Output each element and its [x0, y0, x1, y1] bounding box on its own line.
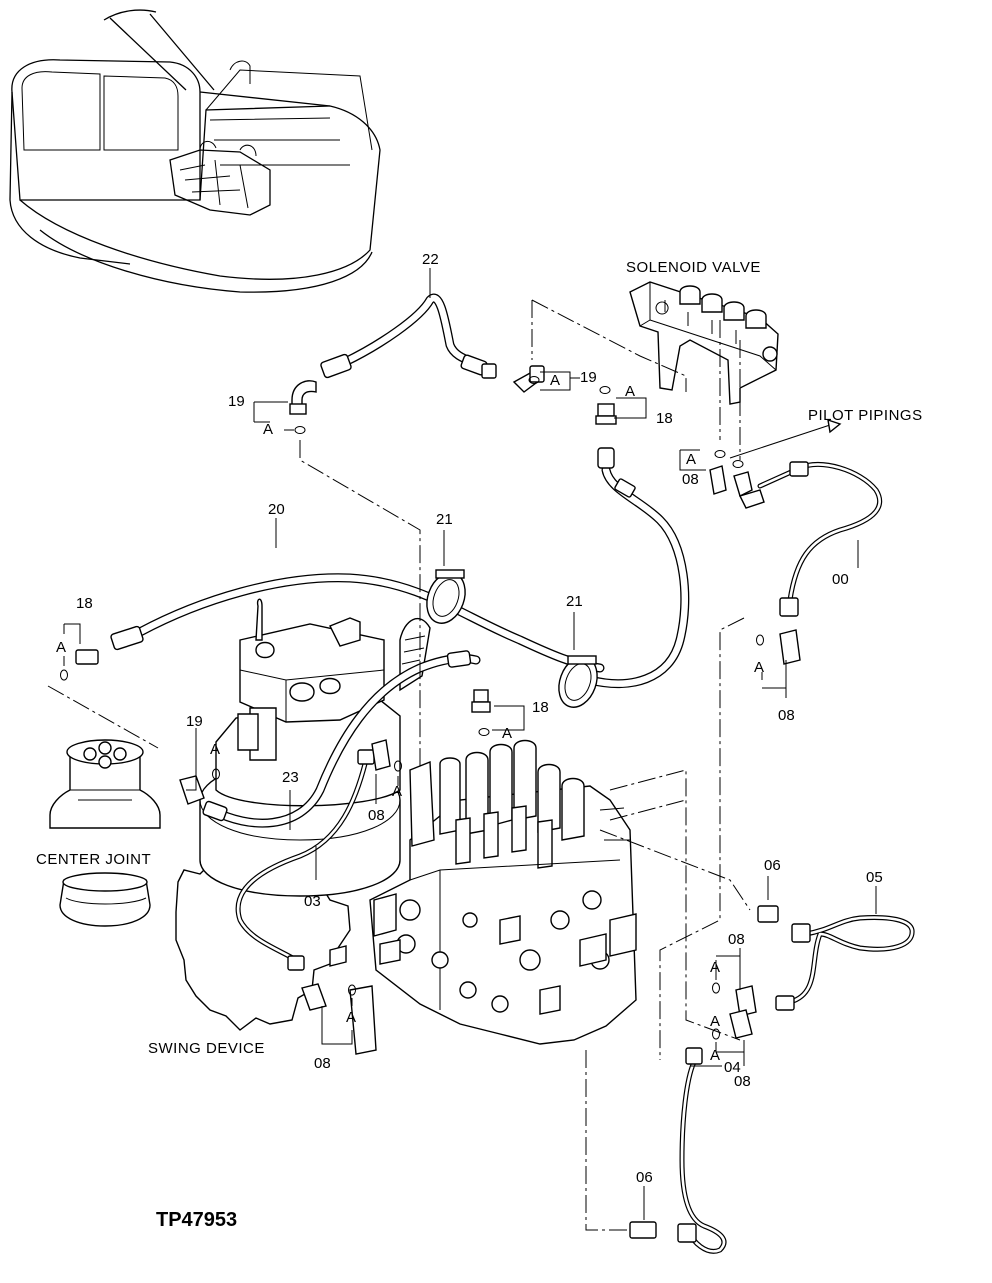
center-joint-caption: CENTER JOINT [36, 851, 151, 868]
solenoid-valve-caption: SOLENOID VALVE [626, 259, 761, 276]
pipe-04 [677, 1047, 727, 1254]
part-label-08-lower-right-b: 08 [734, 1073, 751, 1090]
hose-right [585, 447, 690, 689]
a-marker: A [754, 659, 764, 676]
a-marker: A [56, 639, 66, 656]
pipe-00 [757, 461, 883, 617]
pipe-03 [235, 749, 375, 971]
fitting-08-bottom-left [301, 983, 327, 1011]
part-label-22: 22 [422, 251, 439, 268]
a-marker: A [710, 1013, 720, 1030]
swing-device-illustration [175, 598, 431, 1055]
part-label-19-top-left: 19 [228, 393, 245, 410]
fitting-06-right [757, 905, 779, 923]
a-marker: A [502, 725, 512, 742]
a-marker: A [625, 383, 635, 400]
part-label-08-top-right: 08 [682, 471, 699, 488]
part-label-21-left: 21 [436, 511, 453, 528]
pipe-05 [775, 915, 915, 1011]
routing-lines [47, 299, 842, 1231]
a-marker: A [686, 451, 696, 468]
o-rings [60, 376, 764, 1040]
part-label-08-lower-right-a: 08 [728, 931, 745, 948]
a-marker: A [346, 1009, 356, 1026]
control-valve-illustration [369, 739, 637, 1045]
fitting-08-lower-right [729, 985, 757, 1039]
a-marker: A [550, 372, 560, 389]
part-label-18-left: 18 [76, 595, 93, 612]
fitting-06-bottom [629, 1221, 657, 1239]
clamp-21-right [558, 655, 598, 708]
label-brackets [63, 268, 877, 1220]
hose-20 [110, 573, 605, 673]
part-label-08-mid: 08 [368, 807, 385, 824]
a-marker: A [263, 421, 273, 438]
part-labels: 22 19 19 18 08 00 20 21 21 18 18 08 19 2… [76, 251, 883, 1186]
o-ring-a-markers: A A A A A A A A A A A A A [56, 372, 764, 1064]
clamp-21-left [426, 569, 466, 624]
fitting-18-left [75, 649, 99, 665]
part-label-04: 04 [724, 1059, 741, 1076]
part-label-06-right: 06 [764, 857, 781, 874]
part-label-18-mid: 18 [532, 699, 549, 716]
part-label-23: 23 [282, 769, 299, 786]
part-label-06-bottom: 06 [636, 1169, 653, 1186]
part-label-19-mid-left: 19 [186, 713, 203, 730]
fitting-19-top-left [289, 380, 317, 415]
fitting-08-top-right [709, 465, 765, 509]
hose-23 [202, 650, 481, 828]
part-label-21-right: 21 [566, 593, 583, 610]
swing-device-caption: SWING DEVICE [148, 1040, 265, 1057]
hose-22 [320, 293, 497, 379]
part-label-08-right: 08 [778, 707, 795, 724]
pilot-pipings-caption: PILOT PIPINGS [808, 407, 923, 424]
center-joint-illustration [49, 739, 161, 927]
a-marker: A [710, 1047, 720, 1064]
a-marker: A [210, 741, 220, 758]
part-label-08-bottom-left: 08 [314, 1055, 331, 1072]
part-label-19-top-mid: 19 [580, 369, 597, 386]
part-label-20: 20 [268, 501, 285, 518]
fitting-18-mid [471, 689, 491, 713]
a-marker: A [710, 959, 720, 976]
solenoid-valve-illustration [629, 281, 779, 405]
fitting-18-top [595, 403, 617, 425]
part-label-05: 05 [866, 869, 883, 886]
excavator-overview-illustration [9, 9, 381, 293]
diagram-code: TP47953 [156, 1209, 237, 1231]
a-marker: A [392, 783, 402, 800]
part-label-03: 03 [304, 893, 321, 910]
part-label-18-top: 18 [656, 410, 673, 427]
fitting-08-right [779, 629, 801, 665]
fitting-08-mid [371, 739, 391, 771]
part-label-00: 00 [832, 571, 849, 588]
